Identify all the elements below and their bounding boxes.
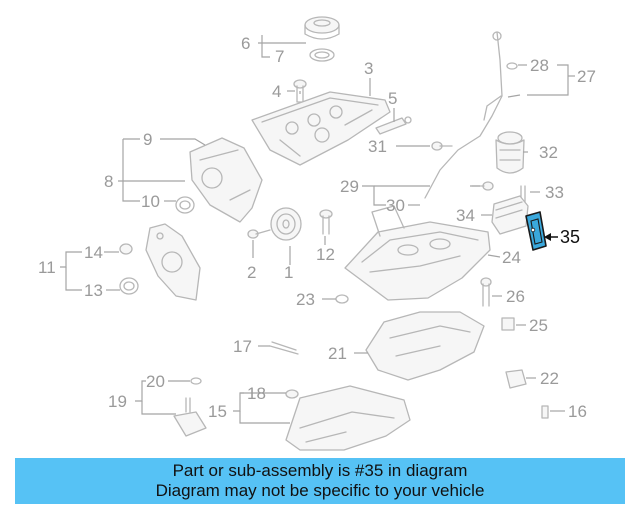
- callout-32: 32: [539, 143, 558, 162]
- callout-5: 5: [388, 89, 397, 108]
- banner-line-2: Diagram may not be specific to your vehi…: [155, 481, 485, 500]
- bracket-part: [375, 116, 412, 135]
- callout-1: 1: [284, 263, 293, 282]
- callout-14: 14: [84, 243, 103, 262]
- callout-28: 28: [530, 56, 549, 75]
- callout-12: 12: [316, 245, 335, 264]
- callout-27: 27: [577, 67, 596, 86]
- parts-diagram: 1 2 3 4 5 6 7 8 9 10 11 12 13 14 15 16 1…: [38, 16, 596, 451]
- callout-11: 11: [38, 258, 56, 277]
- callout-21: 21: [328, 344, 347, 363]
- pulley-bolt-part: [247, 229, 271, 239]
- timing-cover-part: [189, 137, 263, 223]
- pulley-part: [270, 207, 302, 241]
- dipstick-part: [424, 31, 503, 199]
- callout-18: 18: [247, 384, 266, 403]
- callout-9: 9: [143, 130, 152, 149]
- part-17: [269, 341, 299, 355]
- crankshaft-seal-part: [175, 196, 195, 214]
- dipstick-oring-part: [506, 62, 518, 70]
- banner-line-1: Part or sub-assembly is #35 in diagram: [172, 461, 468, 480]
- callout-10: 10: [141, 192, 160, 211]
- plug-25-part: [501, 317, 515, 331]
- upper-oil-pan-part: [344, 205, 491, 301]
- filler-cap-seal-part: [309, 48, 335, 62]
- seal-13-part: [119, 277, 139, 295]
- baffle-plate-part: [365, 311, 485, 381]
- callout-19: 19: [108, 392, 127, 411]
- callout-29: 29: [340, 177, 359, 196]
- callout-35-highlighted: 35: [560, 227, 580, 247]
- oil-filter-part: [495, 131, 525, 174]
- callout-23: 23: [296, 290, 315, 309]
- callout-7: 7: [275, 47, 284, 66]
- bolt-12-part: [319, 209, 333, 235]
- callout-3: 3: [364, 59, 373, 78]
- callout-4: 4: [272, 82, 281, 101]
- callout-6: 6: [241, 34, 250, 53]
- lower-oil-pan-part: [285, 385, 411, 451]
- callout-30: 30: [386, 196, 405, 215]
- oil-pump-part: [173, 397, 207, 437]
- bolt-26-part: [480, 277, 492, 307]
- callout-20: 20: [146, 372, 165, 391]
- callout-labels: 1 2 3 4 5 6 7 8 9 10 11 12 13 14 15 16 1…: [38, 34, 596, 421]
- callout-26: 26: [506, 287, 525, 306]
- gasket-35-highlighted-part: [525, 211, 547, 251]
- oil-cooler-part: [491, 195, 529, 235]
- callout-2: 2: [247, 263, 256, 282]
- callout-34: 34: [456, 206, 475, 225]
- callout-33: 33: [545, 183, 564, 202]
- callout-16: 16: [568, 402, 587, 421]
- oring-20-part: [190, 377, 202, 385]
- oil-filler-cap-part: [304, 16, 340, 40]
- callout-15: 15: [208, 402, 227, 421]
- oring-23-part: [335, 294, 349, 304]
- callout-25: 25: [529, 316, 548, 335]
- leader-lines: [60, 35, 575, 424]
- drain-plug-part: [541, 405, 549, 419]
- front-cover-part: [145, 223, 201, 301]
- callout-13: 13: [84, 281, 103, 300]
- callout-24: 24: [502, 248, 521, 267]
- callout-8: 8: [104, 172, 113, 191]
- callout-17: 17: [233, 337, 252, 356]
- sensor-18-part: [285, 389, 299, 399]
- cylinder-head-cover-part: [251, 91, 391, 166]
- plug-14-part: [119, 243, 133, 255]
- bolt-31-part: [431, 141, 453, 151]
- info-banner: Part or sub-assembly is #35 in diagram D…: [15, 458, 625, 504]
- oil-level-sensor-part: [505, 369, 527, 389]
- callout-31: 31: [368, 137, 387, 156]
- callout-22: 22: [540, 369, 559, 388]
